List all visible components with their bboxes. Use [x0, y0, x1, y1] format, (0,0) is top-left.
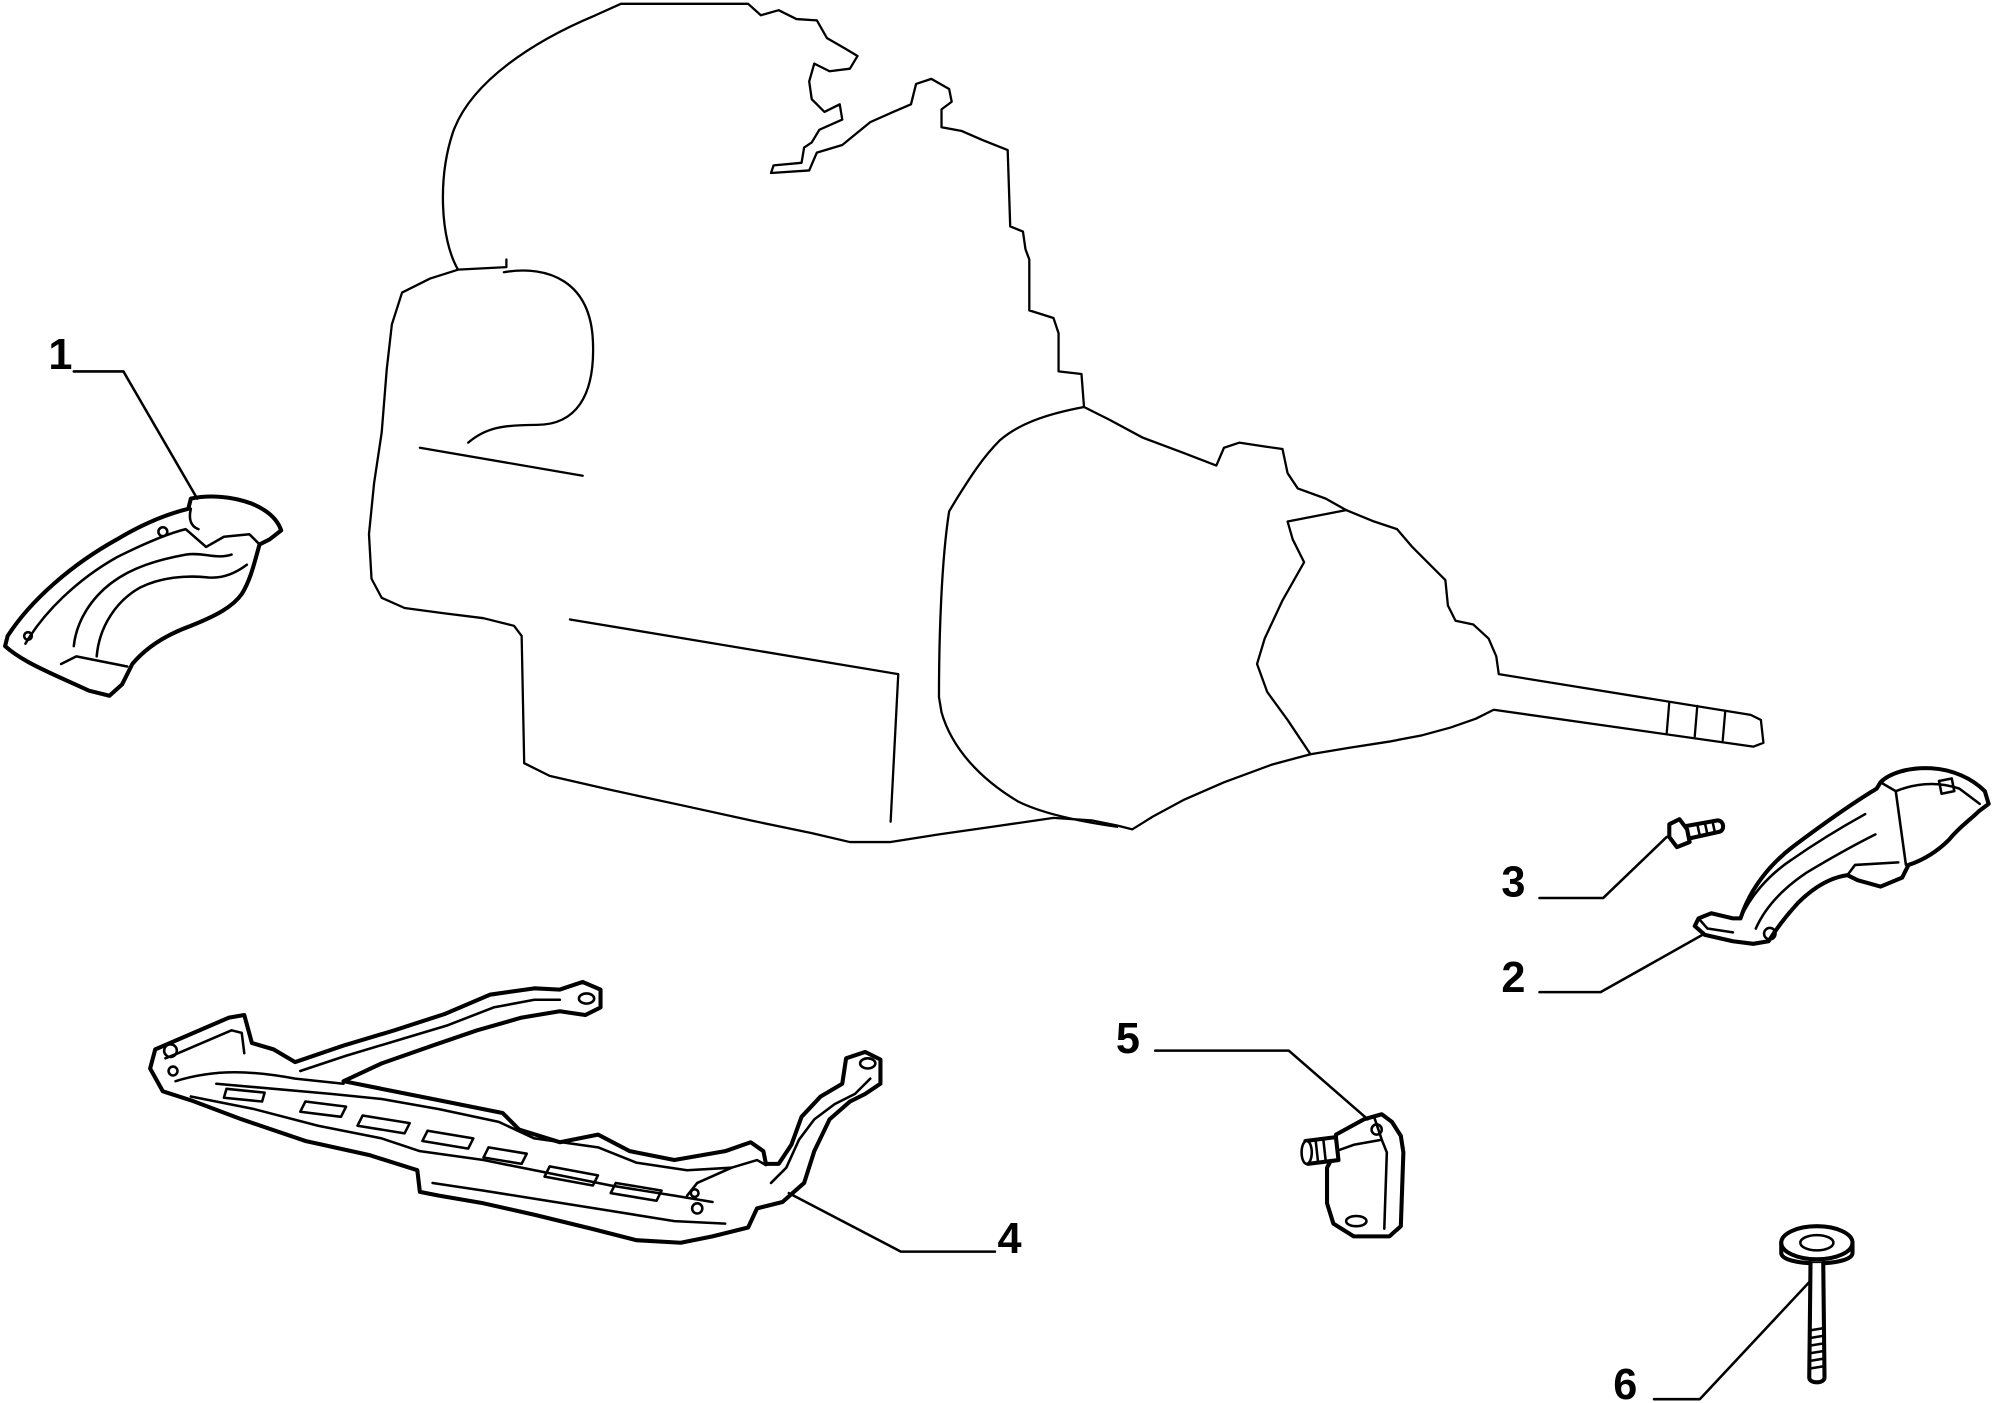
part-5-stud-end: [1300, 1139, 1314, 1166]
callout-1-label: 1: [48, 331, 72, 379]
callout-6-label: 6: [1613, 1361, 1637, 1403]
part-2-bracket-fold: [1879, 780, 1982, 867]
engine-block-line-lower: [568, 618, 900, 823]
callout-6-leader: [1652, 1280, 1811, 1401]
output-shaft-splines: [1665, 700, 1727, 742]
part-1-shield-outline: [3, 494, 284, 698]
part-4-right-arm-hole: [858, 1057, 877, 1070]
part-4-channel-upper-edge: [215, 1082, 733, 1172]
part-3-stud-head: [1667, 817, 1692, 850]
part-4-left-arm-hole: [577, 992, 596, 1005]
part-6-washer-top: [1779, 1224, 1855, 1262]
part-4-right-hole-upper: [689, 1188, 700, 1199]
part-4-left-arm-inner: [298, 998, 562, 1073]
part-1-shield-ledge: [59, 507, 200, 668]
part-3-stud: [1667, 817, 1726, 850]
part-2-bracket-tab: [1697, 861, 1900, 934]
part-1-shield-hole: [157, 525, 169, 538]
part-2-bracket-hole: [1762, 926, 1777, 941]
part-6-bolt-shank: [1807, 1261, 1827, 1385]
part-6-bolt: [1779, 1224, 1855, 1385]
part-4-channel-top: [174, 1071, 345, 1086]
part-1-shield-rib-1: [72, 552, 233, 648]
part-4-crossmember-outline: [148, 979, 883, 1245]
part-5-mount-bracket: [1300, 1112, 1406, 1239]
part-1-shield-hole-lower: [22, 630, 34, 642]
part-4-crossmember: [148, 979, 883, 1245]
part-2-bracket: [1692, 766, 1991, 946]
callout-5-label: 5: [1116, 1015, 1140, 1063]
part-4-right-hole-lower: [690, 1202, 704, 1215]
engine-transmission-assembly: [367, 2, 1765, 844]
part-4-channel-slots: [222, 1087, 663, 1203]
callout-4-leader: [787, 1191, 997, 1253]
part-6-bolt-threads: [1807, 1326, 1826, 1370]
engine-transmission-outline: [367, 2, 1765, 844]
callout-3-label: 3: [1501, 859, 1525, 907]
part-4-right-arm-inner: [769, 1077, 872, 1185]
bell-housing-edge: [937, 405, 1119, 828]
tail-housing-seam: [1255, 508, 1348, 756]
part-5-bracket-fold: [1334, 1115, 1389, 1231]
callout-2-label: 2: [1501, 954, 1525, 1002]
callout-4-label: 4: [998, 1215, 1022, 1263]
part-5-stud-threads: [1314, 1137, 1328, 1164]
callout-5-leader: [1153, 1049, 1370, 1121]
part-4-right-end-inner: [685, 1158, 768, 1197]
part-4-channel-lower-edge: [189, 1095, 714, 1204]
part-1-shield-rib-2: [95, 563, 249, 658]
part-4-left-hole-lower: [167, 1065, 179, 1077]
part-3-stud-threads: [1696, 820, 1717, 837]
part-4-bottom-flange: [431, 1181, 727, 1225]
engine-block-line-upper: [418, 446, 584, 477]
callout-1-leader: [72, 370, 199, 500]
part-4-left-hole-upper: [162, 1043, 179, 1059]
part-1-shield: [3, 494, 284, 698]
part-2-bracket-rim: [1739, 812, 1867, 920]
part-2-bracket-outline: [1692, 766, 1991, 946]
part-6-washer-inner: [1799, 1233, 1835, 1252]
part-2-bracket-rib: [1754, 833, 1877, 930]
part-2-bracket-square-hole: [1937, 777, 1956, 795]
callout-3-leader: [1538, 835, 1669, 900]
callouts: 1 2 3 4 5 6: [48, 331, 1811, 1403]
part-5-bracket-hole: [1370, 1123, 1384, 1136]
part-1-shield-inner-edge: [24, 527, 261, 645]
pulley-outline: [467, 269, 595, 444]
callout-2-leader: [1538, 933, 1704, 994]
part-5-bracket-slot: [1344, 1214, 1368, 1228]
